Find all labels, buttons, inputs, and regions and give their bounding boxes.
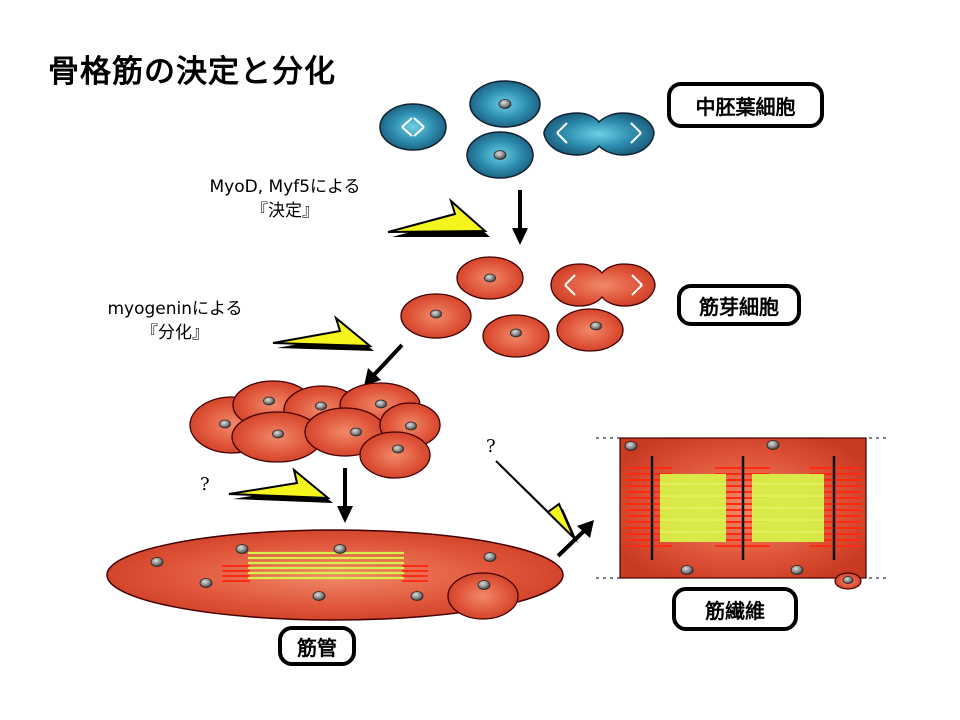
label-mesoderm-cell: 中胚葉細胞 <box>667 82 824 128</box>
label-myotube: 筋管 <box>278 626 356 666</box>
z-lines <box>650 456 836 560</box>
flash-arrow-unknown-2 <box>495 460 578 543</box>
myoblast-cell <box>556 308 624 352</box>
arrow-down-1 <box>512 190 528 245</box>
unknown-mark: ? <box>486 436 496 457</box>
label-myoblast: 筋芽細胞 <box>677 284 801 326</box>
label-differentiation-factor: myogeninによる <box>107 299 243 319</box>
nucleus <box>430 309 442 319</box>
myotube <box>106 529 564 621</box>
arrow-diagonal-1 <box>364 343 404 386</box>
arrow-diagonal-2 <box>556 520 594 558</box>
aligned-myoblast-cluster <box>189 380 441 479</box>
page-title: 骨格筋の決定と分化 <box>48 54 336 90</box>
nucleus <box>484 273 496 283</box>
myofiber <box>596 437 888 590</box>
satellite-cell <box>447 572 519 620</box>
dividing-myoblast-cell <box>550 263 656 307</box>
dividing-mesoderm-cell <box>543 112 655 156</box>
label-myofiber: 筋繊維 <box>672 587 798 631</box>
nucleus <box>498 99 512 109</box>
myoblast-cells <box>400 256 656 358</box>
nucleus <box>590 321 602 331</box>
unknown-mark: ? <box>200 474 210 495</box>
mesoderm-cells <box>379 80 655 179</box>
nucleus <box>510 328 522 338</box>
nucleus <box>493 150 507 160</box>
flash-arrow-unknown-1 <box>228 467 333 503</box>
label-differentiation: 『分化』 <box>141 323 209 343</box>
flash-arrow-determination <box>387 197 490 237</box>
arrow-down-2 <box>337 468 353 523</box>
label-determination: 『決定』 <box>251 201 319 221</box>
mesoderm-cell <box>379 103 447 151</box>
flash-arrow-differentiation <box>272 315 374 351</box>
label-determination-factors: MyoD, Myf5による <box>209 177 361 197</box>
